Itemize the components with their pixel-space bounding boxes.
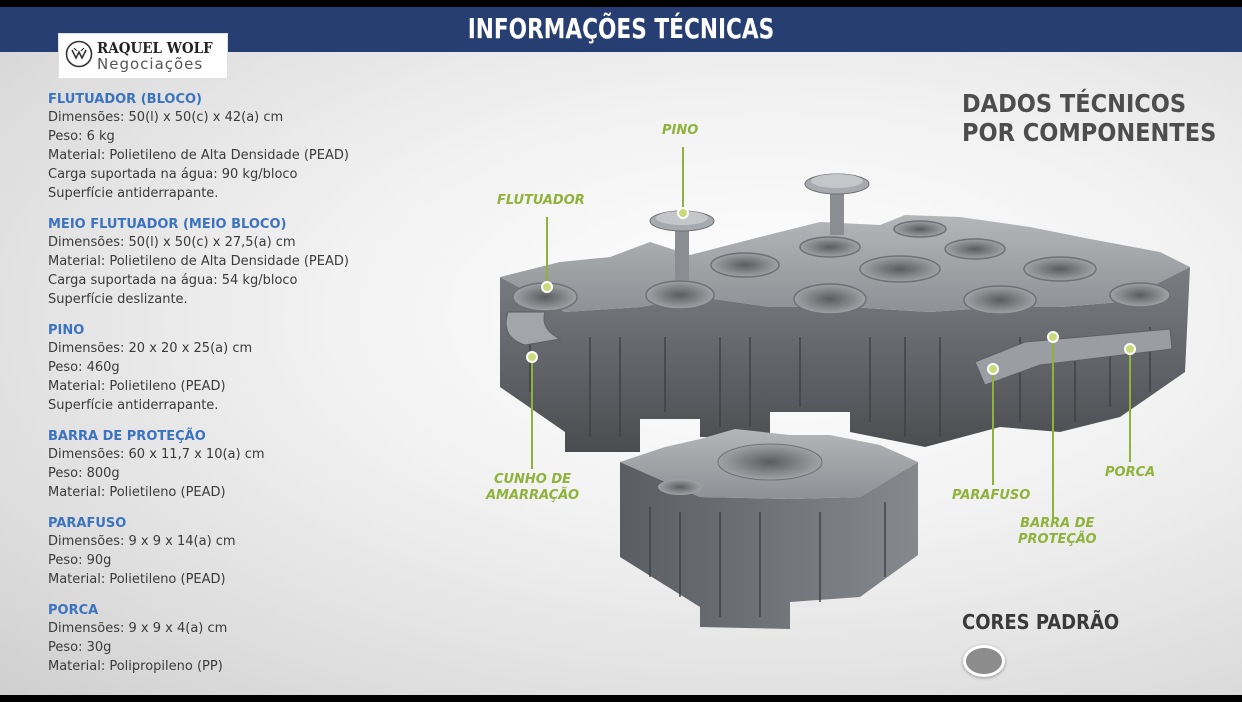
spec-line: Dimensões: 9 x 9 x 4(a) cm <box>48 621 228 636</box>
spec-line: Material: Polietileno de Alta Densidade … <box>48 148 349 163</box>
spec-pino: PINO Dimensões: 20 x 20 x 25(a) cm Peso:… <box>48 323 448 415</box>
spec-line: Material: Polietileno (PEAD) <box>48 379 226 394</box>
callout-cunho: CUNHO DE AMARRAÇÃO <box>486 472 579 504</box>
pin-icon <box>804 173 870 235</box>
dock-float-illustration <box>500 147 1190 629</box>
mooring-cleat <box>505 311 562 346</box>
spec-line: Carga suportada na água: 54 kg/bloco <box>48 273 298 288</box>
callout-barra-line1: BARRA DE <box>1020 516 1095 531</box>
block-side <box>620 462 918 629</box>
logo-name: RAQUEL WOLF <box>97 39 213 57</box>
callout-flutuador: FLUTUADOR <box>497 193 585 208</box>
spec-barra-protecao: BARRA DE PROTEÇÃO Dimensões: 60 x 11,7 x… <box>48 429 448 502</box>
heading-line-2: POR COMPONENTES <box>962 118 1217 147</box>
block-recess <box>658 479 702 495</box>
logo-subtitle: Negociações <box>97 55 204 73</box>
spec-title: PORCA <box>48 603 99 618</box>
callout-dots <box>526 207 1136 375</box>
spec-line: Superfície antiderrapante. <box>48 186 219 201</box>
spec-meio-flutuador: MEIO FLUTUADOR (MEIO BLOCO) Dimensões: 5… <box>48 217 448 309</box>
spec-line: Superfície antiderrapante. <box>48 398 219 413</box>
callout-cunho-line2: AMARRAÇÃO <box>486 488 579 503</box>
section-heading: DADOS TÉCNICOS POR COMPONENTES <box>962 89 1216 147</box>
spec-title: FLUTUADOR (BLOCO) <box>48 92 202 107</box>
callout-barra: BARRA DE PROTEÇÃO <box>1018 516 1097 548</box>
spec-line: Dimensões: 9 x 9 x 14(a) cm <box>48 534 236 549</box>
pin-icon <box>649 210 715 280</box>
callout-cunho-line1: CUNHO DE <box>493 472 572 487</box>
wolf-emblem-icon <box>65 40 93 68</box>
spec-line: Dimensões: 20 x 20 x 25(a) cm <box>48 341 253 356</box>
spec-line: Material: Polietileno (PEAD) <box>48 572 226 587</box>
infographic-canvas: INFORMAÇÕES TÉCNICAS RAQUEL WOLF Negocia… <box>0 7 1242 695</box>
spec-line: Material: Polietileno (PEAD) <box>48 485 226 500</box>
spec-line: Peso: 90g <box>48 553 112 568</box>
spec-title: PARAFUSO <box>48 516 127 531</box>
spec-line: Peso: 6 kg <box>48 129 115 144</box>
spec-line: Material: Polipropileno (PP) <box>48 659 223 674</box>
spec-porca: PORCA Dimensões: 9 x 9 x 4(a) cm Peso: 3… <box>48 603 448 676</box>
callout-parafuso: PARAFUSO <box>952 488 1031 503</box>
spec-line: Material: Polietileno de Alta Densidade … <box>48 254 349 269</box>
callout-porca: PORCA <box>1105 465 1156 480</box>
spec-parafuso: PARAFUSO Dimensões: 9 x 9 x 14(a) cm Pes… <box>48 516 448 589</box>
color-swatch-gray <box>963 645 1005 677</box>
spec-line: Dimensões: 50(l) x 50(c) x 27,5(a) cm <box>48 235 296 250</box>
page-title: INFORMAÇÕES TÉCNICAS <box>467 12 775 45</box>
platform-recesses <box>512 220 1171 315</box>
callout-pino: PINO <box>662 123 699 138</box>
protection-bar <box>974 328 1173 386</box>
platform-side <box>500 267 1190 452</box>
spec-line: Superfície deslizante. <box>48 292 188 307</box>
spec-line: Peso: 30g <box>48 640 112 655</box>
spec-title: PINO <box>48 323 85 338</box>
block-recess <box>717 443 823 481</box>
spec-line: Carga suportada na água: 90 kg/bloco <box>48 167 298 182</box>
spec-line: Dimensões: 60 x 11,7 x 10(a) cm <box>48 447 265 462</box>
block-ribs <box>649 502 886 617</box>
spec-line: Peso: 460g <box>48 360 120 375</box>
spec-line: Peso: 800g <box>48 466 120 481</box>
spec-line: Dimensões: 50(l) x 50(c) x 42(a) cm <box>48 110 284 125</box>
spec-title: BARRA DE PROTEÇÃO <box>48 429 206 444</box>
callout-barra-line2: PROTEÇÃO <box>1018 532 1097 547</box>
callout-lines <box>531 147 1131 517</box>
spec-flutuador: FLUTUADOR (BLOCO) Dimensões: 50(l) x 50(… <box>48 92 448 203</box>
heading-line-1: DADOS TÉCNICOS <box>962 89 1187 118</box>
spec-title: MEIO FLUTUADOR (MEIO BLOCO) <box>48 217 287 232</box>
spec-list: FLUTUADOR (BLOCO) Dimensões: 50(l) x 50(… <box>48 92 448 690</box>
colors-label: CORES PADRÃO <box>962 610 1120 634</box>
brand-logo: RAQUEL WOLF Negociações <box>58 33 228 79</box>
